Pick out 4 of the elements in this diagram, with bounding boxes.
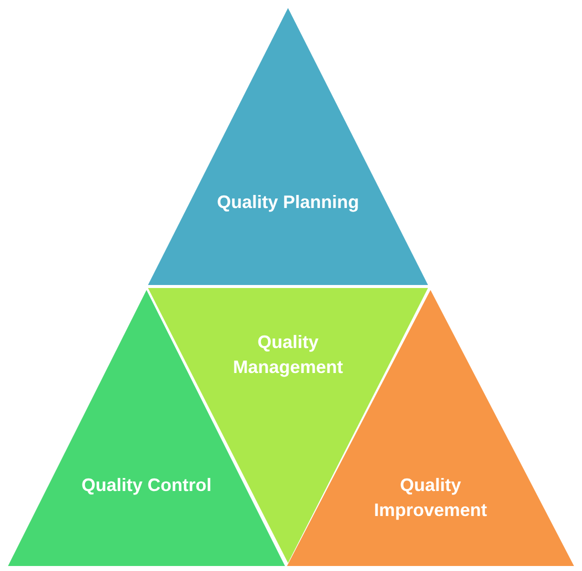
triangle-label: Quality Control xyxy=(82,474,212,497)
triangle-label: Quality Management xyxy=(232,331,344,379)
triangle-label: Quality Improvement xyxy=(372,474,488,522)
triangle-label: Quality Planning xyxy=(216,191,359,214)
